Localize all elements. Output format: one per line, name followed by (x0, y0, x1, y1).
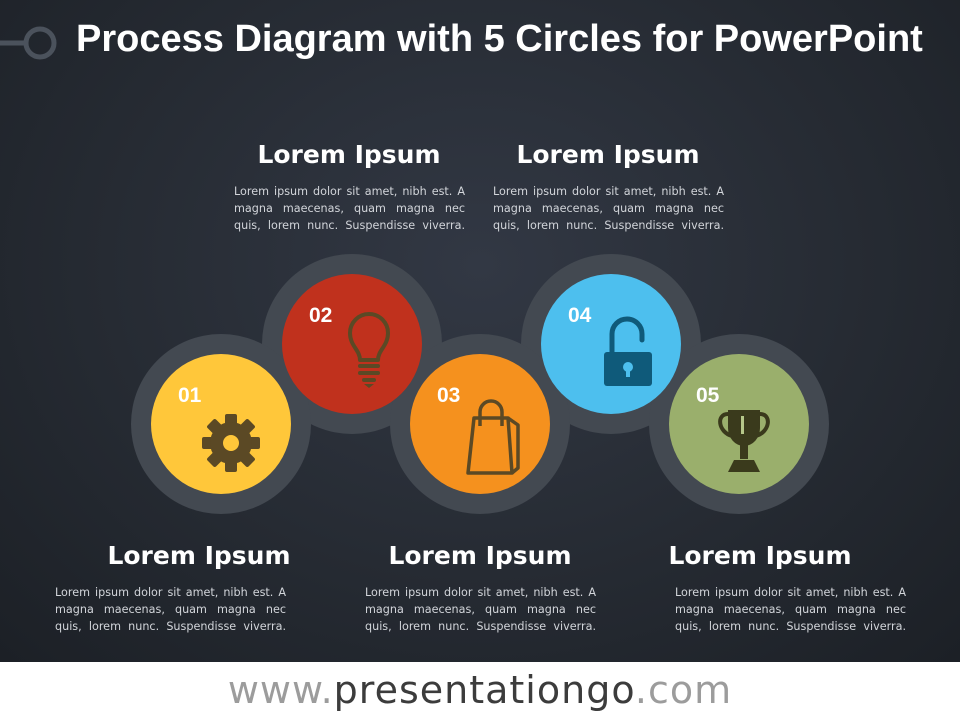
step-04-body: Lorem ipsum dolor sit amet, nibh est. A … (493, 185, 724, 232)
step-02-body: Lorem ipsum dolor sit amet, nibh est. A … (234, 185, 465, 232)
step-number-01: 01 (178, 384, 202, 407)
unlocked-padlock-icon (604, 316, 652, 386)
slide-title: Process Diagram with 5 Circles for Power… (76, 18, 923, 60)
lightbulb-icon (348, 312, 390, 388)
title-ring-decoration (0, 26, 57, 60)
step-02-heading: Lorem Ipsum (257, 140, 441, 169)
footer-url-suffix: .com (634, 668, 733, 712)
step-04-heading: Lorem Ipsum (516, 140, 700, 169)
circle-fill-01 (151, 354, 291, 494)
footer-url-site: presentationgo (333, 668, 635, 712)
step-04-circle: 04 (541, 274, 681, 414)
step-01-circle: 01 (151, 354, 291, 494)
step-02-circle: 02 (282, 274, 422, 414)
step-number-03: 03 (437, 384, 460, 407)
gear-icon (202, 414, 260, 472)
process-diagram: 01 02 (131, 254, 829, 514)
step-number-04: 04 (568, 304, 592, 327)
step-number-02: 02 (309, 304, 332, 327)
step-01-body: Lorem ipsum dolor sit amet, nibh est. A … (55, 586, 286, 633)
step-05-heading: Lorem Ipsum (668, 541, 852, 570)
step-01-heading: Lorem Ipsum (107, 541, 291, 570)
step-05-body: Lorem ipsum dolor sit amet, nibh est. A … (675, 586, 906, 633)
footer-url[interactable]: www.presentationgo.com (0, 668, 960, 712)
slide-background: Process Diagram with 5 Circles for Power… (0, 0, 960, 662)
shopping-bag-icon (466, 399, 520, 475)
step-03-body: Lorem ipsum dolor sit amet, nibh est. A … (365, 586, 596, 633)
step-03-circle: 03 (410, 354, 550, 494)
footer: www.presentationgo.com (0, 662, 960, 720)
step-03-heading: Lorem Ipsum (388, 541, 572, 570)
trophy-icon (718, 410, 770, 472)
step-05-circle: 05 (669, 354, 809, 494)
footer-url-prefix: www. (227, 668, 334, 712)
step-number-05: 05 (696, 384, 720, 407)
